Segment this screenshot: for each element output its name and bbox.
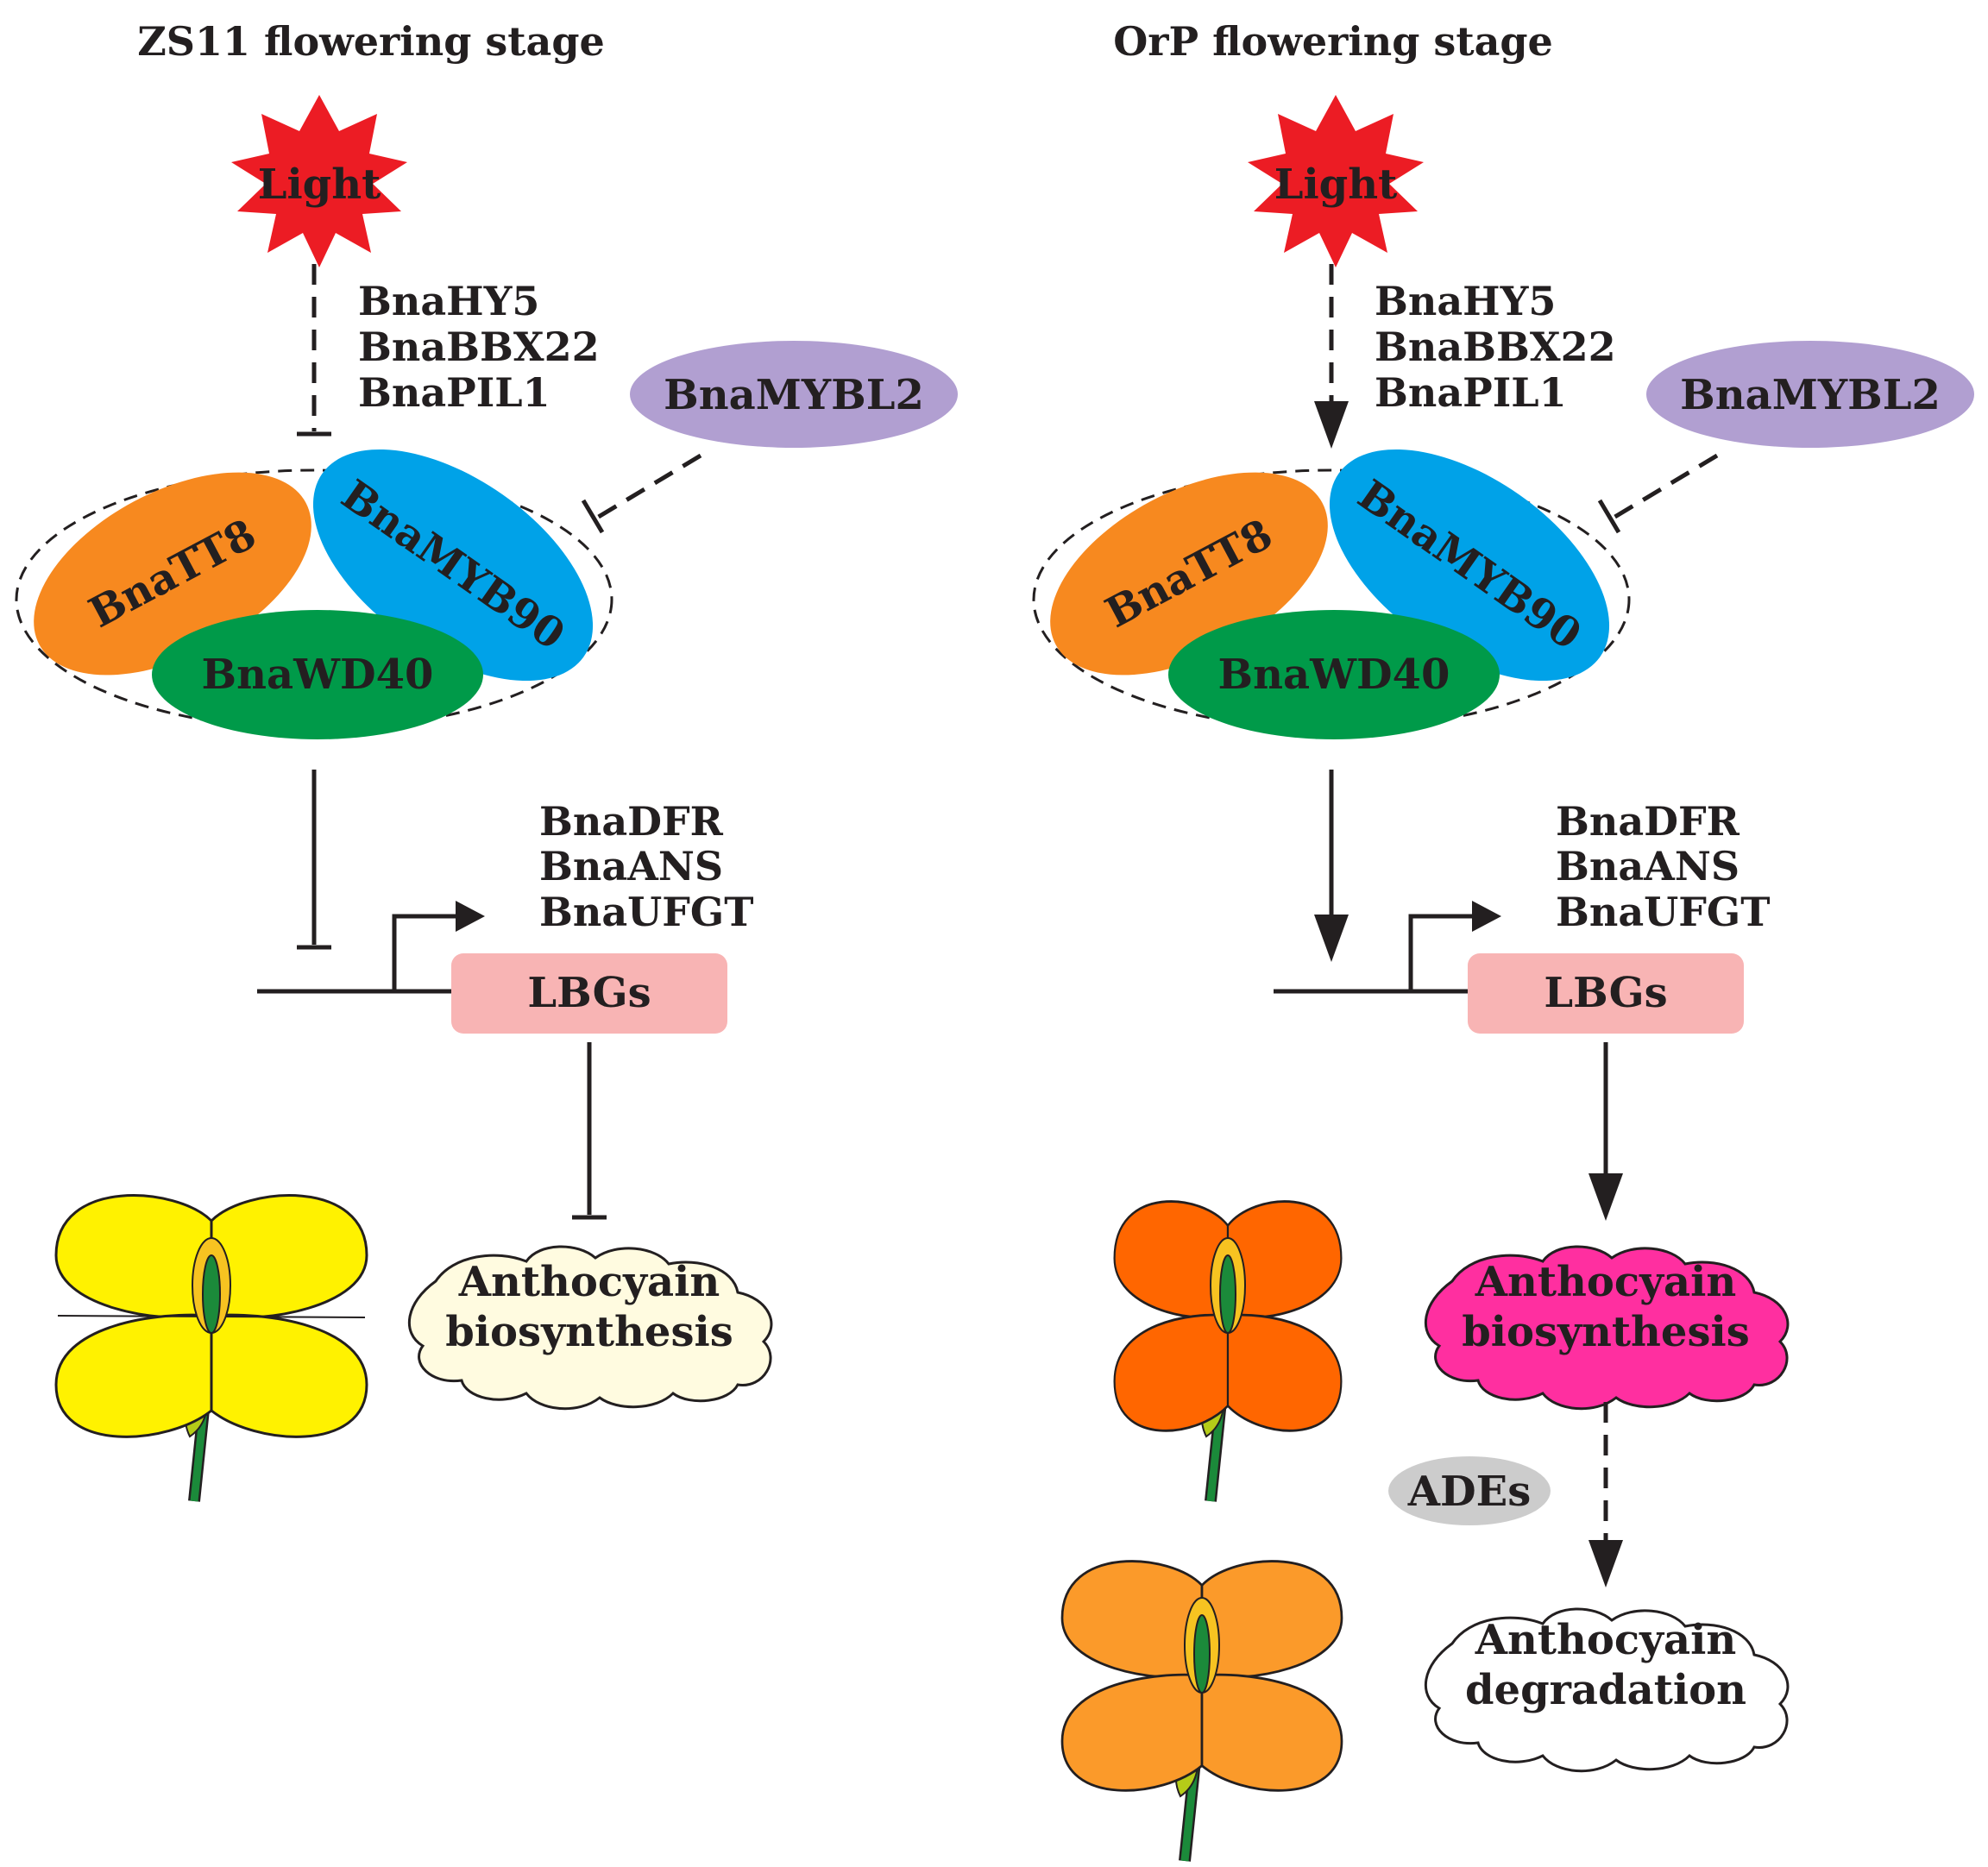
light-star-shape	[1248, 95, 1424, 267]
light-star: Light	[231, 95, 407, 267]
panel-title: OrP flowering stage	[1113, 18, 1553, 65]
degradation-label-1: Anthocyain	[1475, 1616, 1737, 1664]
regulator-1: BnaHY5	[358, 278, 539, 324]
light-star-shape	[231, 95, 407, 267]
flower-pistil	[1219, 1254, 1236, 1334]
orange-flower	[1113, 1200, 1343, 1502]
biosynthesis-cloud	[408, 1245, 773, 1411]
yellow-flower	[54, 1194, 368, 1502]
wd40-label: BnaWD40	[1218, 651, 1450, 699]
activation-arrowhead	[1589, 1540, 1623, 1587]
regulator-3: BnaPIL1	[1375, 369, 1567, 416]
light-label: Light	[1274, 160, 1398, 209]
target-gene-3: BnaUFGT	[539, 889, 753, 935]
mybl2-ellipse	[1646, 341, 1974, 448]
promoter-line	[257, 914, 470, 994]
wd40-ellipse	[152, 610, 483, 739]
faded-flower	[1060, 1560, 1343, 1862]
mybl2-label: BnaMYBL2	[1680, 371, 1941, 419]
biosynthesis-label-1: Anthocyain	[458, 1258, 720, 1306]
light-star: Light	[1248, 95, 1424, 267]
degradation-label-2: degradation	[1465, 1666, 1746, 1714]
lbgs-label: LBGs	[1544, 969, 1667, 1017]
mybl2-inhibition-line	[595, 453, 702, 520]
regulator-2: BnaBBX22	[358, 324, 600, 370]
mybl2-inhibition-line	[1612, 453, 1719, 520]
lbgs-label: LBGs	[527, 969, 651, 1017]
promoter-arrow	[1472, 901, 1501, 932]
light-label: Light	[258, 160, 381, 209]
target-gene-2: BnaANS	[1556, 843, 1740, 889]
lbgs-box	[1468, 953, 1744, 1034]
mybl2-label: BnaMYBL2	[664, 371, 924, 419]
regulator-1: BnaHY5	[1375, 278, 1556, 324]
activation-arrowhead	[1314, 915, 1349, 962]
target-gene-1: BnaDFR	[1556, 798, 1740, 845]
lbgs-box	[451, 953, 727, 1034]
wd40-label: BnaWD40	[202, 651, 434, 699]
promoter-line	[1274, 914, 1487, 994]
target-gene-2: BnaANS	[539, 843, 723, 889]
flower-pistil	[202, 1254, 221, 1334]
target-gene-1: BnaDFR	[539, 798, 724, 845]
panel-orp: OrP flowering stage Light BnaHY5 BnaBBX2…	[1032, 18, 1974, 1862]
ades-ellipse	[1388, 1456, 1551, 1525]
ades-label: ADEs	[1407, 1468, 1531, 1516]
myb90-node: BnaMYB90	[1329, 449, 1610, 682]
myb90-ellipse	[1329, 449, 1610, 682]
mybl2-ellipse	[630, 341, 958, 448]
regulator-2: BnaBBX22	[1375, 324, 1616, 370]
activation-arrowhead	[1314, 401, 1349, 449]
biosynthesis-label-2: biosynthesis	[445, 1308, 733, 1356]
inhibition-bar	[581, 499, 605, 534]
panel-zs11: ZS11 flowering stage Light BnaHY5 BnaBBX…	[15, 18, 958, 1502]
myb90-ellipse	[312, 449, 594, 682]
biosynthesis-label-2: biosynthesis	[1462, 1308, 1750, 1356]
promoter-arrow	[456, 901, 485, 932]
target-gene-3: BnaUFGT	[1556, 889, 1770, 935]
biosynthesis-cloud	[1425, 1245, 1790, 1411]
activation-arrowhead	[1589, 1173, 1623, 1221]
inhibition-bar	[1597, 499, 1621, 534]
degradation-cloud	[1425, 1607, 1790, 1773]
regulator-3: BnaPIL1	[358, 369, 550, 416]
biosynthesis-label-1: Anthocyain	[1475, 1258, 1737, 1306]
wd40-ellipse	[1168, 610, 1500, 739]
panel-title: ZS11 flowering stage	[137, 18, 605, 65]
flower-pistil	[1193, 1614, 1211, 1694]
